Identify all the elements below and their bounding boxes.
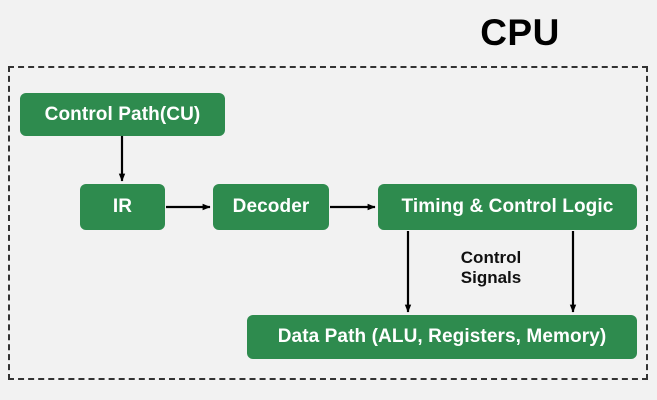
node-timing-control-logic[interactable]: Timing & Control Logic: [378, 184, 637, 230]
control-signals-line-1: Control: [460, 248, 522, 267]
edge-label-control-signals: Control Signals: [430, 248, 552, 288]
node-timing-label: Timing & Control Logic: [401, 196, 614, 217]
node-ir[interactable]: IR: [80, 184, 165, 230]
node-data-path[interactable]: Data Path (ALU, Registers, Memory): [247, 315, 637, 359]
node-control-path[interactable]: Control Path(CU): [20, 93, 225, 136]
node-datapath-label: Data Path (ALU, Registers, Memory): [277, 326, 607, 347]
page-title: CPU: [480, 12, 560, 53]
control-signals-line-2: Signals: [460, 268, 522, 287]
node-decoder[interactable]: Decoder: [213, 184, 329, 230]
cpu-boundary-box: [8, 66, 648, 380]
node-decoder-label: Decoder: [232, 196, 310, 217]
node-ir-label: IR: [112, 196, 133, 217]
node-control-path-label: Control Path(CU): [44, 103, 201, 125]
